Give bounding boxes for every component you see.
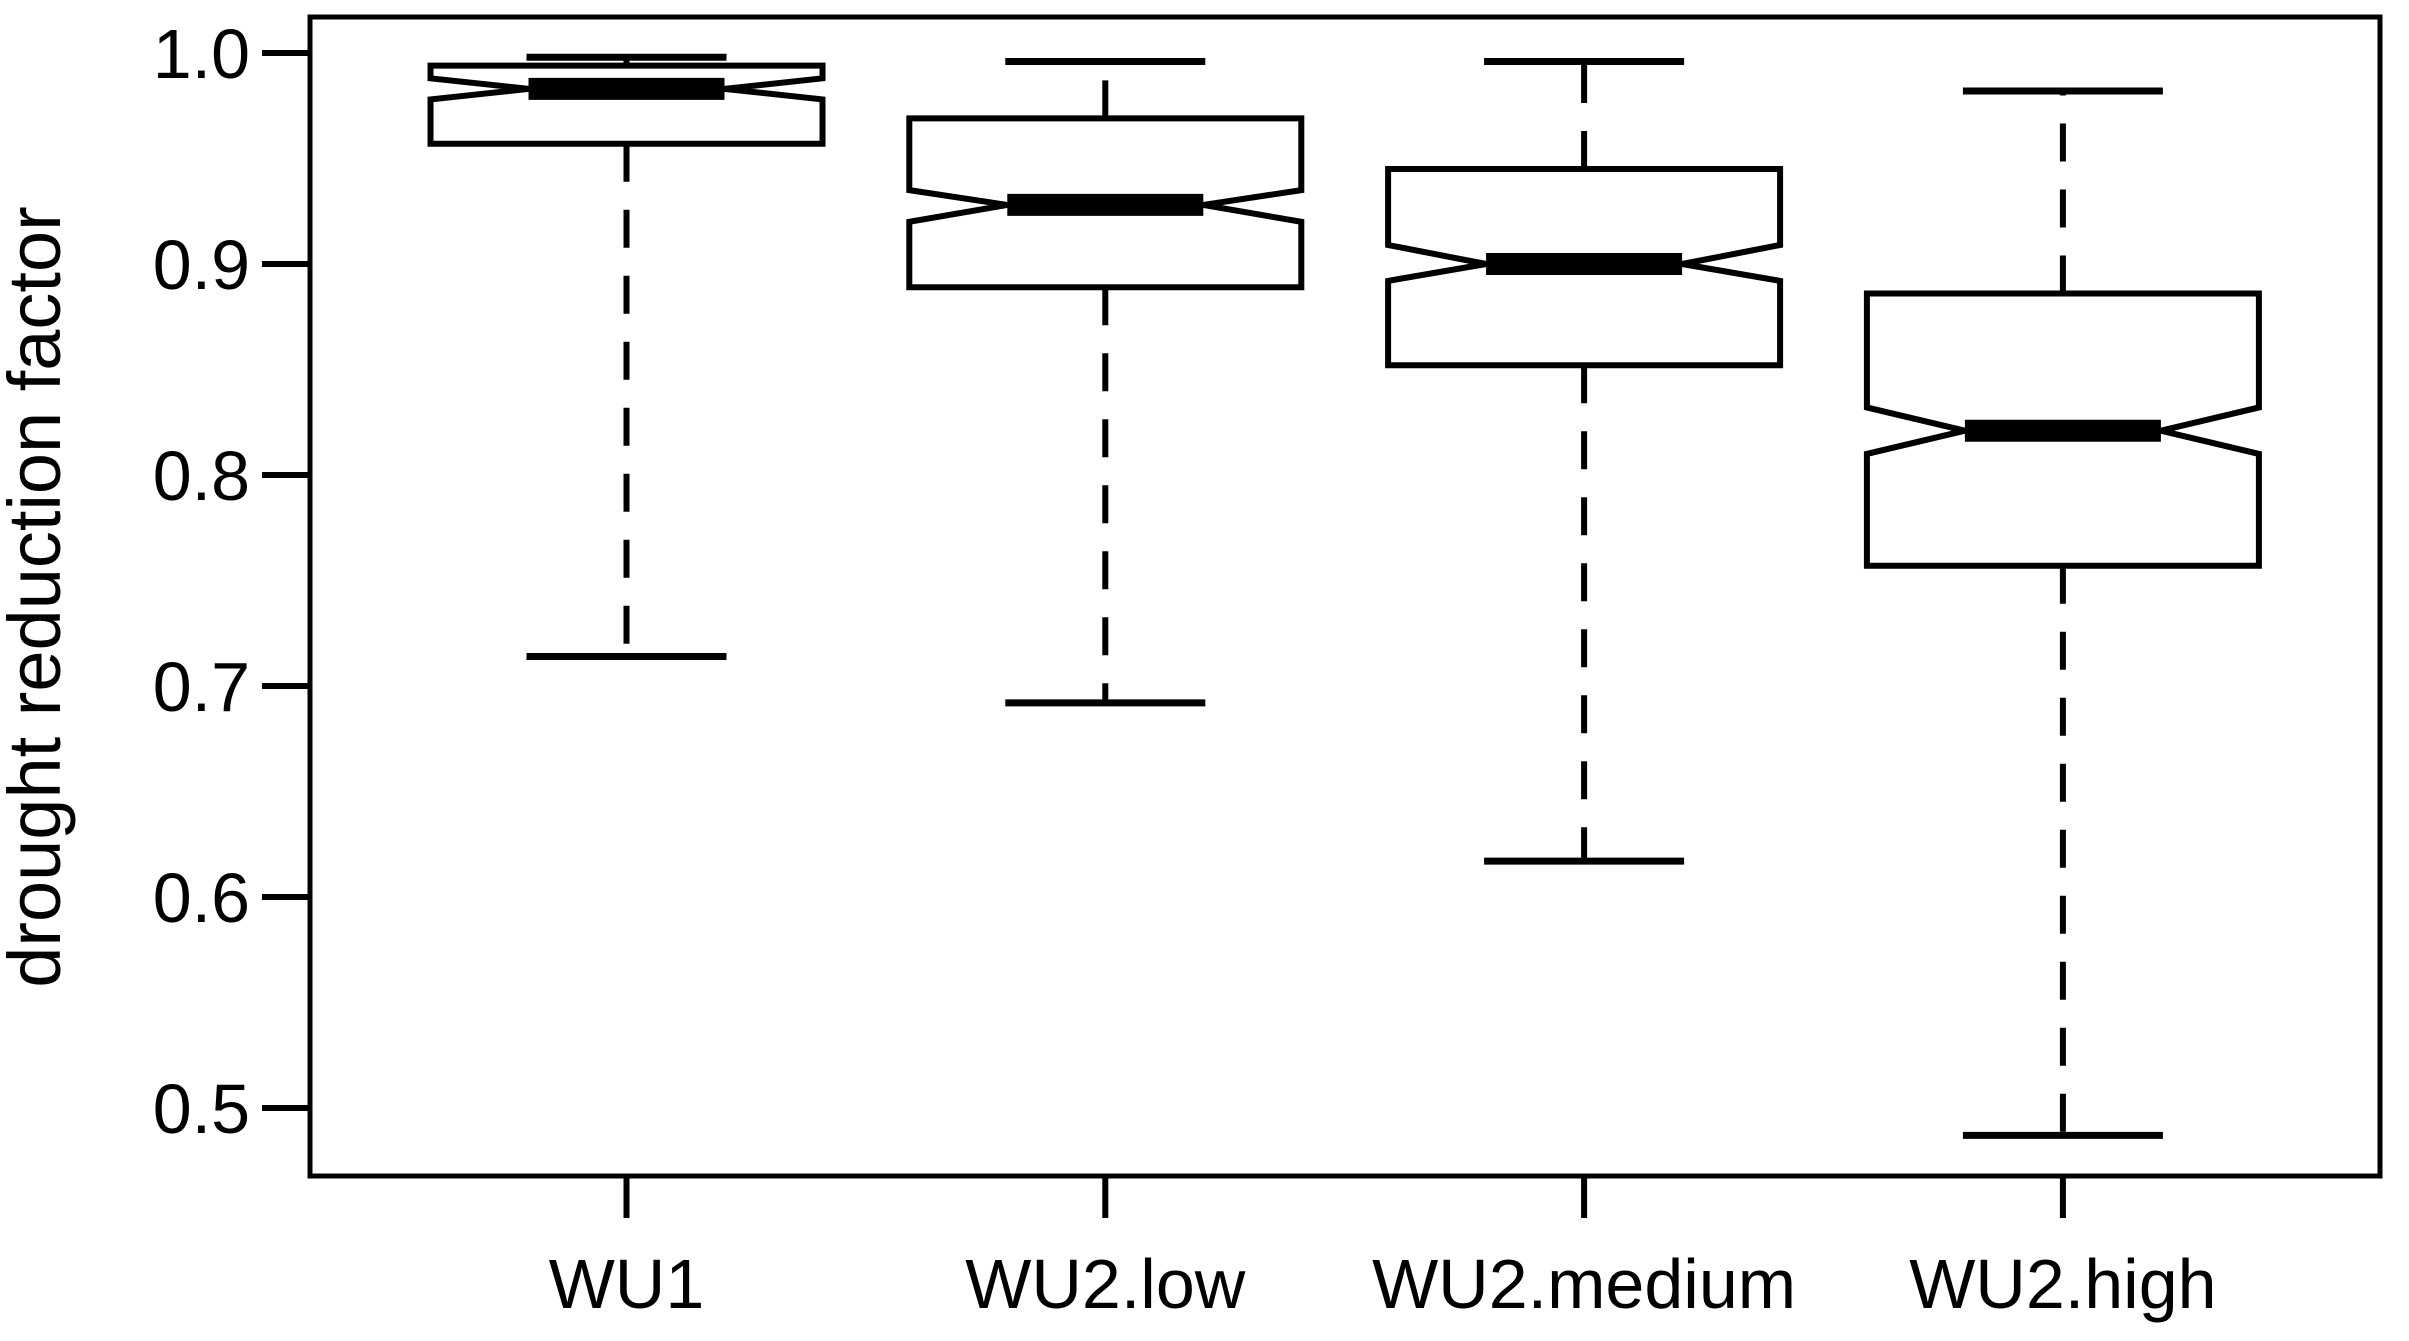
notched-box (427, 62, 826, 147)
y-tick-label: 0.8 (153, 437, 250, 515)
box-WU2.high (1863, 87, 2262, 1139)
y-tick-label: 0.5 (153, 1070, 250, 1148)
x-axis: WU1 WU2.low WU2.medium WU2.high (549, 1176, 2217, 1323)
box-WU1 (427, 53, 826, 660)
x-category-label: WU2.medium (1372, 1245, 1796, 1323)
plot-frame (307, 14, 2383, 1179)
box-WU2.medium (1385, 57, 1784, 865)
y-tick-label: 0.7 (153, 648, 250, 726)
x-category-label: WU2.high (1909, 1245, 2216, 1323)
y-tick-label: 0.9 (153, 226, 250, 304)
x-category-label: WU1 (549, 1245, 705, 1323)
y-tick-label: 1.0 (153, 15, 250, 93)
y-axis: 1.0 0.9 0.8 0.7 0.6 0.5 (153, 15, 310, 1148)
x-category-label: WU2.low (965, 1245, 1245, 1323)
y-axis-title: drought reduction factor (0, 206, 76, 988)
boxes-layer (427, 53, 2262, 1139)
box-WU2.low (906, 57, 1305, 707)
y-tick-label: 0.6 (153, 859, 250, 937)
